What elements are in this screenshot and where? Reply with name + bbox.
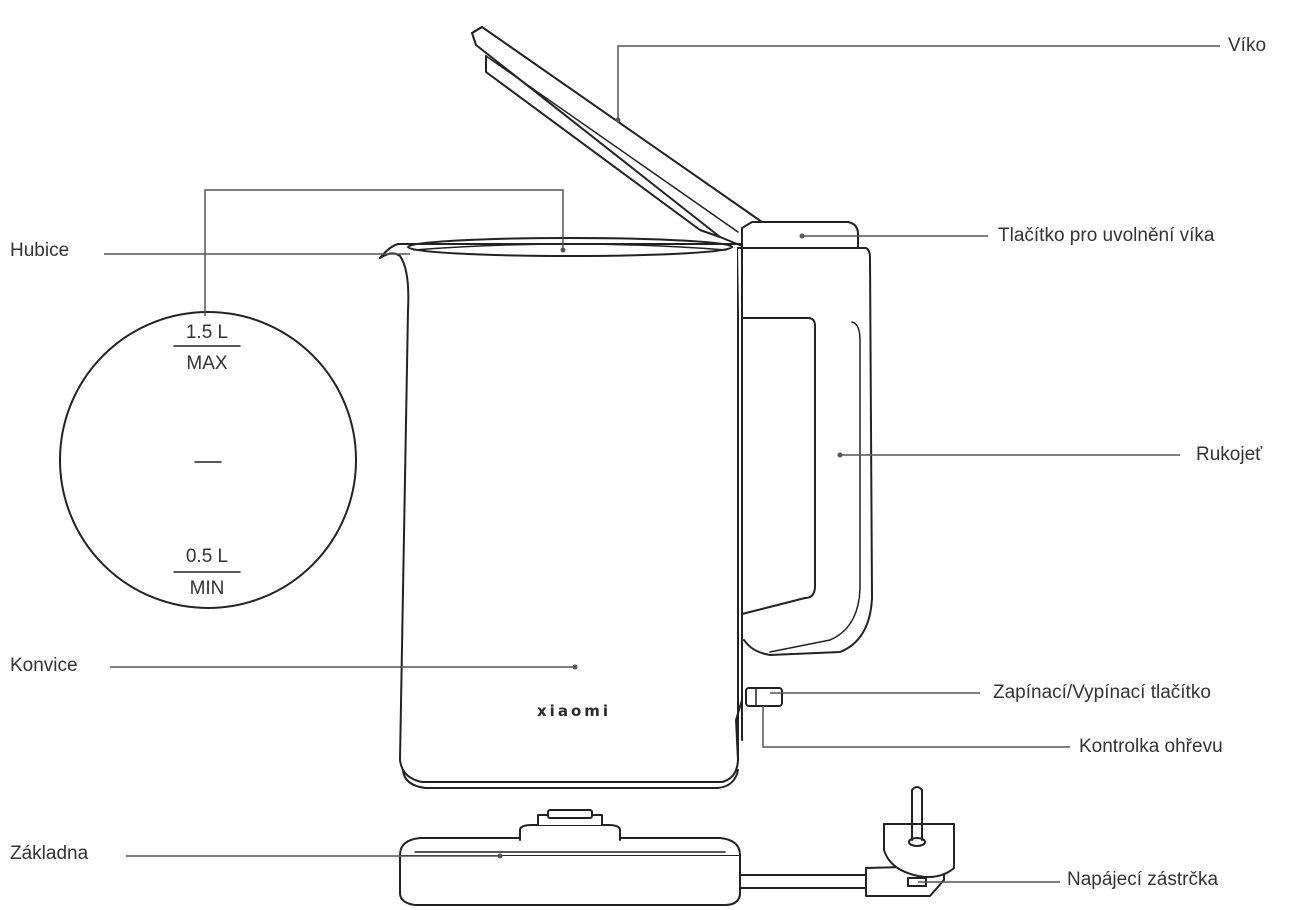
leader-heating-light	[762, 706, 1070, 748]
label-heating-light: Kontrolka ohřevu	[1079, 736, 1223, 757]
label-plug: Napájecí zástrčka	[1067, 869, 1219, 890]
leader-lid	[617, 45, 1220, 120]
label-handle: Rukojeť	[1196, 444, 1263, 465]
power-switch-drawing	[745, 687, 783, 707]
leader-dots	[497, 117, 843, 859]
label-base: Základna	[10, 843, 89, 864]
brand-logo: xiaomi	[537, 702, 612, 720]
label-kettle: Konvice	[10, 655, 78, 676]
label-power-button: Zapínací/Vypínací tlačítko	[993, 682, 1211, 703]
label-lid-release: Tlačítko pro uvolnění víka	[998, 225, 1215, 246]
leader-lines	[104, 45, 1220, 883]
handle-drawing	[735, 247, 873, 761]
gauge-min-value: 0.5 L	[185, 546, 229, 567]
label-lid: Víko	[1228, 35, 1267, 56]
gauge-max-label: MAX	[186, 353, 228, 374]
water-gauge-circle	[59, 311, 357, 609]
label-spout: Hubice	[10, 240, 70, 261]
leader-water-gauge	[204, 189, 564, 316]
gauge-max-value: 1.5 L	[185, 322, 229, 343]
gauge-min-label: MIN	[189, 578, 225, 599]
base-drawing	[399, 809, 867, 906]
lid-drawing	[471, 26, 763, 247]
plug-drawing	[865, 786, 955, 897]
